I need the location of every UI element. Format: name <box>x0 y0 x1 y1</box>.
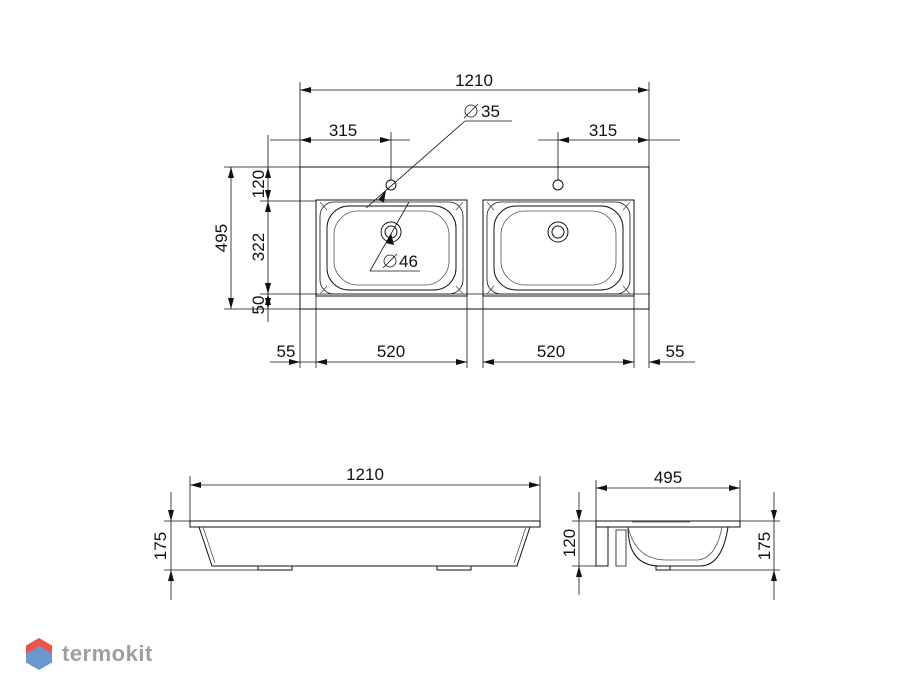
dim-tap-hole-diameter: 35 <box>365 102 512 209</box>
dim-overall-width: 1210 <box>299 71 650 167</box>
overall-width-label: 1210 <box>455 71 493 90</box>
dim-depth-breakdown: 120 322 50 <box>249 135 316 322</box>
side-view: 495 120 175 <box>560 468 780 600</box>
front-width-label: 1210 <box>346 465 384 484</box>
tap-hole-diameter-label: 35 <box>481 102 500 121</box>
brand-watermark: termokit <box>24 634 153 674</box>
tap-row-depth-label: 120 <box>249 170 268 198</box>
dim-overall-depth: 495 <box>212 166 300 310</box>
front-height-label: 175 <box>151 532 170 560</box>
dim-side-height: 175 <box>670 492 780 600</box>
dim-tap-offsets: 315 315 <box>270 121 680 180</box>
bowl-width-right-label: 520 <box>537 342 565 361</box>
tap-offset-right-label: 315 <box>589 121 617 140</box>
side-section-hatch <box>595 526 609 567</box>
bowl-depth-label: 322 <box>249 233 268 261</box>
dim-side-bowl-height: 120 <box>560 492 596 595</box>
tap-offset-left-label: 315 <box>329 121 357 140</box>
brand-name: termokit <box>62 641 153 666</box>
right-bowl <box>482 179 635 297</box>
side-margin-left-label: 55 <box>277 342 296 361</box>
dim-drain-diameter: 46 <box>369 201 420 272</box>
top-view: 1210 315 315 35 <box>212 71 695 368</box>
front-view: 1210 175 <box>151 465 541 600</box>
drain-diameter-label: 46 <box>399 252 418 271</box>
dim-side-depth: 495 <box>595 468 741 521</box>
countertop-outline <box>299 166 650 310</box>
side-margin-right-label: 55 <box>666 342 685 361</box>
dim-front-height: 175 <box>151 492 258 600</box>
dim-width-breakdown: 55 520 520 55 <box>270 296 695 368</box>
left-tap-hole <box>385 179 397 191</box>
right-tap-hole <box>552 179 564 191</box>
side-bowl-height-label: 120 <box>560 529 579 557</box>
front-top-slab <box>189 520 541 528</box>
front-rim-label: 50 <box>249 296 268 315</box>
right-drain <box>547 221 569 243</box>
bowl-width-left-label: 520 <box>377 342 405 361</box>
termokit-logo-icon <box>26 638 52 670</box>
side-height-label: 175 <box>755 532 774 560</box>
dim-front-width: 1210 <box>189 465 541 521</box>
front-basin-body <box>198 526 531 567</box>
side-depth-label: 495 <box>654 468 682 487</box>
overall-depth-label: 495 <box>212 224 231 252</box>
